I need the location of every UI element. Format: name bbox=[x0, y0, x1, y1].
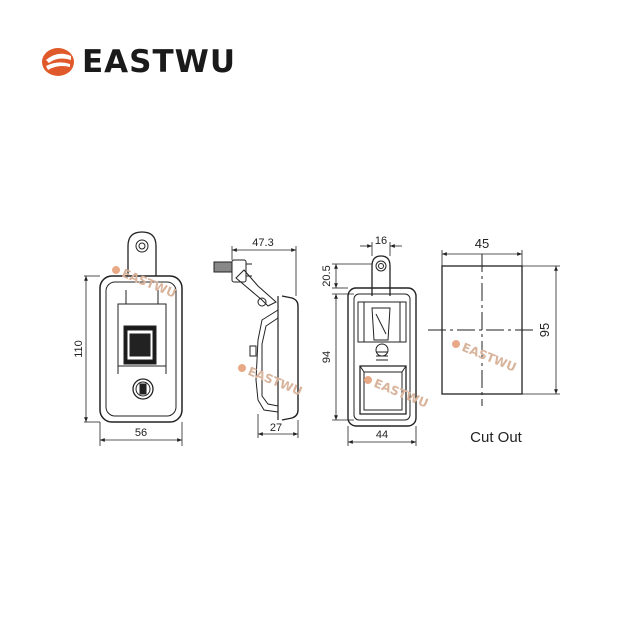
dim-back-height: 94 bbox=[321, 351, 333, 363]
brand-logo-icon bbox=[42, 48, 74, 76]
dim-side-width: 47.3 bbox=[252, 237, 273, 249]
dim-side-depth: 27 bbox=[270, 422, 282, 434]
front-dims bbox=[84, 275, 183, 446]
watermark-1: EASTWU bbox=[112, 266, 178, 301]
watermark-2-text: EASTWU bbox=[246, 364, 304, 398]
watermark-4: EASTWU bbox=[452, 340, 518, 375]
dim-back-top-offset: 20.5 bbox=[321, 265, 333, 286]
watermark-4-text: EASTWU bbox=[460, 340, 518, 374]
side-dims bbox=[231, 246, 299, 438]
back-view bbox=[347, 255, 417, 427]
back-dims bbox=[332, 242, 417, 446]
watermark-1-text: EASTWU bbox=[120, 266, 178, 300]
front-view bbox=[99, 231, 183, 423]
watermark-3-text: EASTWU bbox=[372, 376, 430, 410]
dim-cutout-width: 45 bbox=[475, 236, 489, 251]
watermark-3: EASTWU bbox=[364, 376, 430, 411]
dim-cutout-height: 95 bbox=[537, 323, 552, 337]
cutout-view bbox=[428, 254, 536, 406]
dim-back-top-width: 16 bbox=[375, 235, 387, 247]
brand-logo: EASTWU bbox=[40, 40, 236, 84]
dim-front-height: 110 bbox=[73, 340, 85, 358]
watermark-2: EASTWU bbox=[238, 364, 304, 399]
dim-front-width: 56 bbox=[135, 427, 147, 439]
dim-back-width: 44 bbox=[376, 429, 388, 441]
side-view bbox=[213, 259, 299, 421]
cutout-dims bbox=[441, 250, 560, 395]
cutout-label: Cut Out bbox=[470, 429, 523, 446]
brand-name: EASTWU bbox=[82, 44, 237, 80]
